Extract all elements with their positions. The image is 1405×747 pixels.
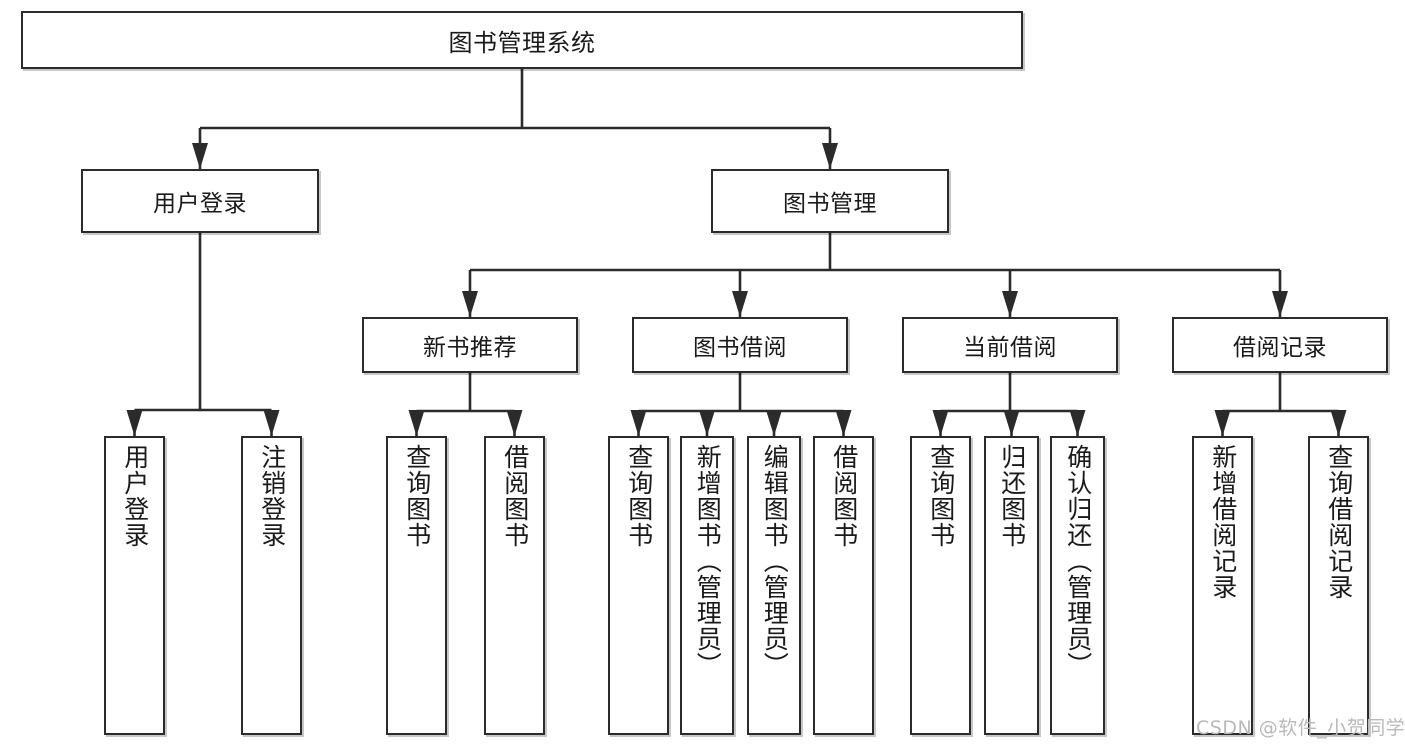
arrowhead-l-return xyxy=(1003,410,1020,436)
arrowhead-login xyxy=(192,143,208,169)
arrowhead-l-qbook1 xyxy=(408,410,425,436)
node-l-qbook1[interactable]: 查询图书 xyxy=(386,436,447,735)
node-label: 借阅图书 xyxy=(500,444,530,548)
node-label: 用户登录 xyxy=(120,444,150,548)
node-l-qbook3[interactable]: 查询图书 xyxy=(910,436,971,735)
node-l-qryrec[interactable]: 查询借阅记录 xyxy=(1308,436,1369,735)
node-label: 图书借阅 xyxy=(693,335,787,361)
node-l-return[interactable]: 归还图书 xyxy=(984,436,1039,735)
arrowhead-records xyxy=(1272,291,1288,317)
node-label: 用户登录 xyxy=(153,191,247,217)
arrowhead-l-qryrec xyxy=(1330,410,1347,436)
node-current[interactable]: 当前借阅 xyxy=(902,317,1118,373)
arrowhead-l-addbook xyxy=(699,410,715,436)
arrowhead-l-addrec xyxy=(1214,410,1231,436)
node-root[interactable]: 图书管理系统 xyxy=(21,11,1023,69)
arrowhead-l-logout xyxy=(263,410,280,436)
node-borrowbook[interactable]: 图书借阅 xyxy=(632,317,848,373)
node-label: 借阅记录 xyxy=(1233,335,1327,361)
node-label: 图书管理系统 xyxy=(448,28,596,57)
node-label: 查询图书 xyxy=(624,444,654,548)
arrowhead-l-bbook1 xyxy=(506,410,523,436)
node-l-editbook[interactable]: 编辑图书（管理员） xyxy=(747,436,801,735)
node-label: 查询图书 xyxy=(926,444,956,548)
arrowhead-l-login xyxy=(126,410,143,436)
node-l-qbook2[interactable]: 查询图书 xyxy=(608,436,669,735)
node-l-confirm[interactable]: 确认归还（管理员） xyxy=(1050,436,1105,735)
node-label: 新增借阅记录 xyxy=(1208,444,1238,600)
node-label: 新书推荐 xyxy=(423,335,517,361)
node-login[interactable]: 用户登录 xyxy=(81,169,319,233)
arrowhead-l-confirm xyxy=(1069,410,1086,436)
node-label: 新增图书（管理员） xyxy=(693,444,723,678)
arrowhead-l-qbook2 xyxy=(630,410,647,436)
node-l-logout[interactable]: 注销登录 xyxy=(241,436,302,735)
node-label: 归还图书 xyxy=(997,444,1027,548)
arrowhead-newbook xyxy=(462,291,478,317)
node-label: 图书管理 xyxy=(783,191,877,217)
arrowhead-l-bbook2 xyxy=(835,410,852,436)
node-label: 借阅图书 xyxy=(829,444,859,548)
arrowhead-l-editbook xyxy=(766,410,782,436)
arrowhead-borrowbook xyxy=(732,291,748,317)
node-l-addrec[interactable]: 新增借阅记录 xyxy=(1192,436,1253,735)
arrowhead-bookmgmt xyxy=(822,143,838,169)
node-l-bbook2[interactable]: 借阅图书 xyxy=(813,436,874,735)
node-label: 注销登录 xyxy=(257,444,287,548)
node-l-addbook[interactable]: 新增图书（管理员） xyxy=(680,436,734,735)
arrowhead-l-qbook3 xyxy=(932,410,949,436)
node-l-login[interactable]: 用户登录 xyxy=(104,436,165,735)
node-records[interactable]: 借阅记录 xyxy=(1172,317,1388,373)
node-label: 当前借阅 xyxy=(963,335,1057,361)
node-l-bbook1[interactable]: 借阅图书 xyxy=(484,436,545,735)
node-label: 查询借阅记录 xyxy=(1324,444,1354,600)
node-label: 编辑图书（管理员） xyxy=(760,444,790,678)
node-newbook[interactable]: 新书推荐 xyxy=(362,317,578,373)
arrowhead-current xyxy=(1002,291,1018,317)
node-bookmgmt[interactable]: 图书管理 xyxy=(711,169,949,233)
node-label: 确认归还（管理员） xyxy=(1063,444,1093,678)
node-label: 查询图书 xyxy=(402,444,432,548)
watermark-text: CSDN @软件_小贺同学 xyxy=(1196,717,1405,739)
